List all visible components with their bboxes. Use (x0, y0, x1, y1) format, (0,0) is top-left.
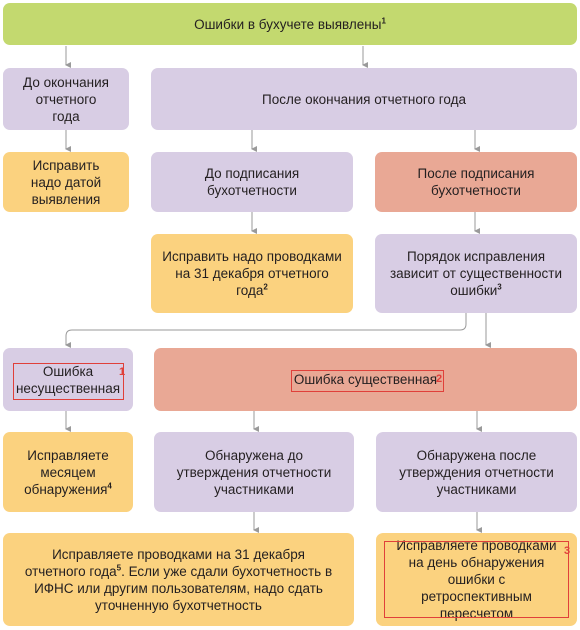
order-depends-box: Порядок исправления зависит от существен… (375, 234, 577, 313)
fix-month-text: Исправляете месяцем обнаружения (24, 447, 109, 497)
fix-entries-dec31-text-b: . Если уже сдали бухотчетность в ИФНС ил… (34, 563, 333, 613)
fix-retro-text: Исправляете проводками на день обнаружен… (396, 538, 557, 621)
footnote-marker: 2 (263, 282, 268, 292)
found-after-approval-box: Обнаружена после утверждения отчетности … (376, 432, 577, 512)
after-year-end-box: После окончания отчетного года (151, 68, 577, 130)
found-after-approval-text: Обнаружена после утверждения отчетности … (399, 447, 554, 497)
before-year-end-box: До окончания отчетного года (3, 68, 129, 130)
marker-number: 3 (564, 545, 571, 557)
before-year-end-text: До окончания отчетного года (23, 74, 109, 124)
footnote-marker: 5 (116, 563, 122, 572)
footnote-marker: 1 (381, 16, 386, 25)
found-before-approval-box: Обнаружена до утверждения отчетности уча… (154, 432, 354, 512)
significant-error-box: 2 Ошибка существенная (154, 348, 577, 411)
before-signing-text: До подписания бухотчетности (204, 166, 300, 198)
after-year-end-text: После окончания отчетного года (262, 91, 466, 107)
fix-month-box: Исправляете месяцем обнаружения4 (3, 432, 133, 512)
fix-at-detection-text: Исправить надо датой выявления (30, 157, 102, 207)
found-before-approval-text: Обнаружена до утверждения отчетности уча… (176, 447, 332, 497)
fix-entries-dec31-text-a: Исправляете проводками на 31 декабря отч… (24, 546, 305, 579)
order-depends-text: Порядок исправления зависит от существен… (389, 249, 563, 298)
footnote-marker: 3 (497, 282, 502, 292)
fix-retro-box: 3 Исправляете проводками на день обнаруж… (376, 533, 577, 626)
after-signing-text: После подписания бухотчетности (417, 166, 535, 198)
after-signing-box: После подписания бухотчетности (375, 152, 577, 212)
significant-error-text: Ошибка существенная (293, 372, 438, 387)
errors-detected-text: Ошибки в бухучете выявлены (194, 16, 382, 32)
fix-entries-dec31-box: Исправляете проводками на 31 декабря отч… (3, 533, 354, 626)
before-signing-box: До подписания бухотчетности (151, 152, 353, 212)
marker-number: 2 (436, 373, 443, 385)
arrow-order-to-insignificant (65, 313, 467, 348)
errors-detected-box: Ошибки в бухучете выявлены1 (3, 3, 577, 45)
marker-number: 1 (119, 366, 126, 378)
fix-at-detection-box: Исправить надо датой выявления (3, 152, 129, 212)
fix-dec31-box: Исправить надо проводками на 31 декабря … (151, 234, 353, 313)
insignificant-error-box: 1 Ошибка несущественная (3, 348, 133, 411)
fix-dec31-text: Исправить надо проводками на 31 декабря … (162, 249, 342, 298)
insignificant-error-text: Ошибка несущественная (15, 363, 121, 396)
footnote-marker: 4 (107, 481, 112, 490)
